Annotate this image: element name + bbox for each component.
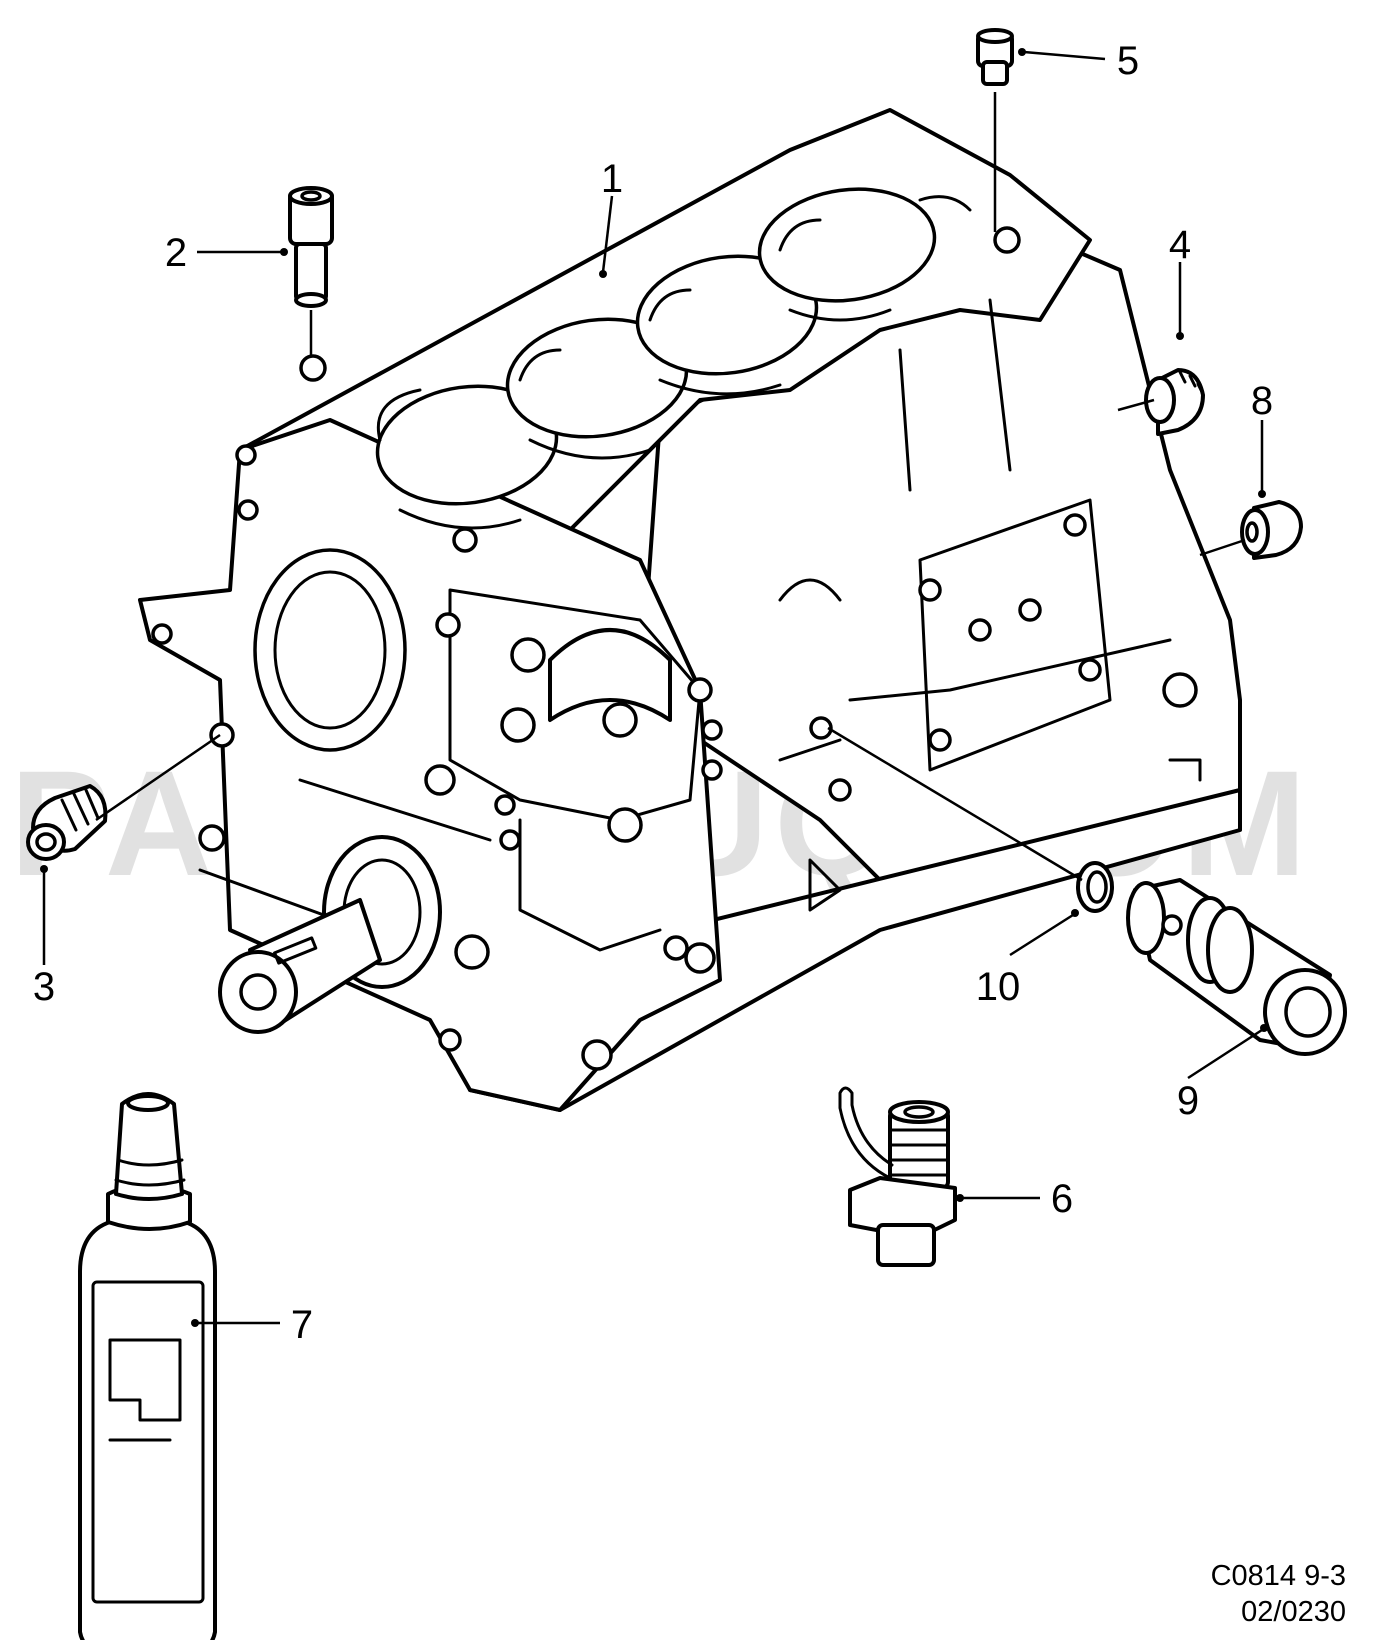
callout-3: 3 bbox=[33, 965, 55, 1009]
leader-lines bbox=[40, 48, 1268, 1327]
callout-2: 2 bbox=[165, 231, 187, 275]
callout-10: 10 bbox=[976, 965, 1021, 1009]
callout-5: 5 bbox=[1117, 39, 1139, 83]
sealant-bottle-part-7[interactable] bbox=[78, 1092, 217, 1640]
diagram-code: C0814 9-3 bbox=[1210, 1560, 1346, 1592]
engine-block[interactable] bbox=[138, 108, 1242, 1112]
valve-part-9[interactable] bbox=[1126, 878, 1347, 1056]
diagram-number: 02/0230 bbox=[1241, 1596, 1346, 1628]
callout-9: 9 bbox=[1177, 1079, 1199, 1123]
sensor-part-6[interactable] bbox=[838, 1086, 957, 1267]
callout-4: 4 bbox=[1169, 223, 1191, 267]
plug-part-8[interactable] bbox=[1240, 500, 1303, 560]
callout-7: 7 bbox=[291, 1303, 313, 1347]
plug-part-4[interactable] bbox=[1144, 368, 1205, 436]
sleeve-part-5[interactable] bbox=[976, 28, 1014, 86]
callout-6: 6 bbox=[1051, 1177, 1073, 1221]
callout-1: 1 bbox=[601, 157, 623, 201]
callout-labels: 1 2 3 4 5 6 7 8 9 10 bbox=[33, 39, 1273, 1347]
threaded-plug-part-3[interactable] bbox=[26, 784, 108, 861]
seal-ring-part-10[interactable] bbox=[1076, 861, 1114, 913]
bolt-part-2[interactable] bbox=[288, 186, 334, 308]
callout-8: 8 bbox=[1251, 379, 1273, 423]
